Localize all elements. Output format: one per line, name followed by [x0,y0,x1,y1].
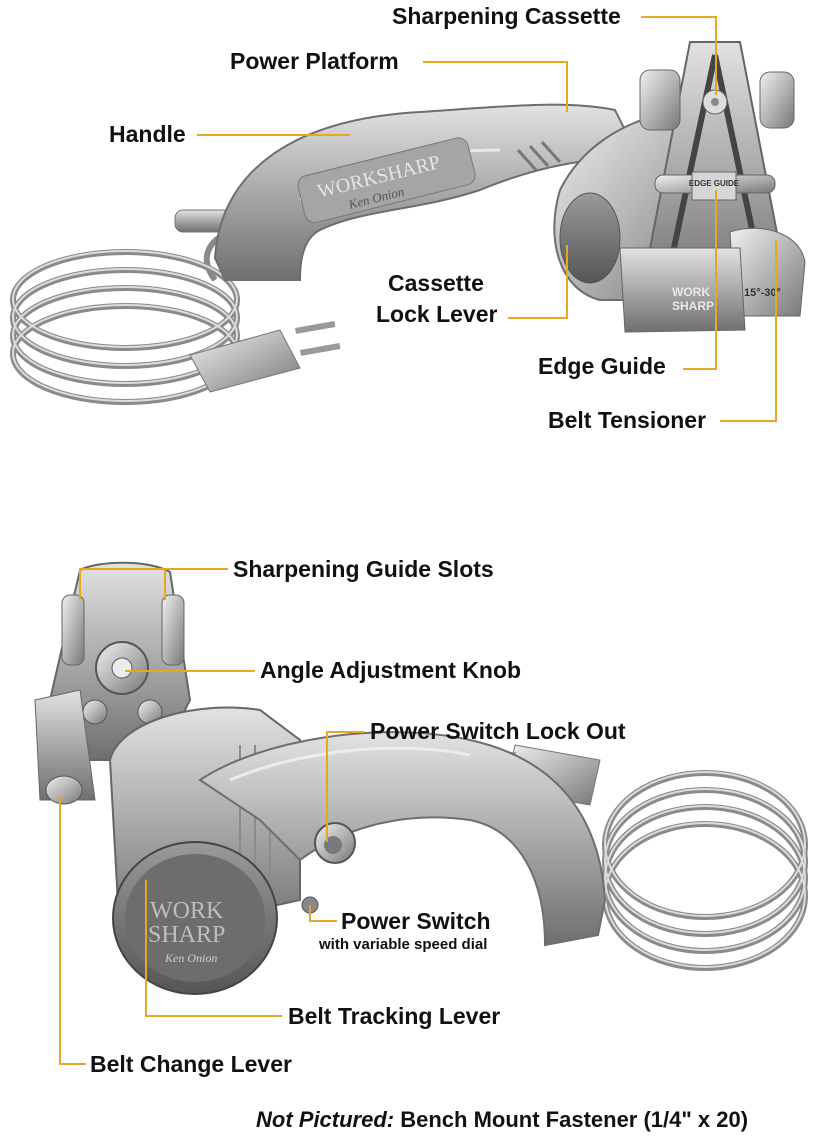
leader-edge-guide [683,190,717,370]
angle-range-text: 15°-30° [744,287,781,299]
top-device: WORKSHARP Ken Onion EDGE GUIDE [10,41,806,405]
leader-power-switch-lock-out [326,731,364,842]
leader-power-switch [309,905,337,922]
label-belt-tracking-lever: Belt Tracking Lever [288,1003,501,1029]
bottom-brand-1: WORK [150,898,224,924]
leader-guide-slot-left [79,568,228,600]
label-belt-change-lever: Belt Change Lever [90,1051,292,1077]
label-angle-adjustment-knob: Angle Adjustment Knob [260,657,522,683]
top-leaders [197,16,777,422]
bottom-device: WORK SHARP Ken Onion [34,561,808,995]
label-power-switch-lock-out: Power Switch Lock Out [370,718,626,744]
label-belt-tensioner: Belt Tensioner [548,407,707,433]
label-edge-guide: Edge Guide [538,353,666,379]
footer-text: Bench Mount Fastener (1/4" x 20) [394,1107,749,1132]
footer-note: Not Pictured: Bench Mount Fastener (1/4"… [256,1107,748,1133]
label-cassette-lock-lever-line1: Cassette [388,270,484,296]
bottom-leaders [59,568,364,1065]
cassette-brand-2: SHARP [672,299,714,313]
label-sharpening-guide-slots: Sharpening Guide Slots [233,556,494,582]
leader-belt-change-lever [59,795,86,1065]
top-plug [189,321,341,393]
footer-prefix: Not Pictured: [256,1107,395,1132]
bottom-handle [198,731,607,947]
label-power-switch: Power Switch [341,908,491,934]
label-sharpening-cassette: Sharpening Cassette [392,3,621,29]
label-power-platform: Power Platform [230,48,399,74]
bottom-brand-2: SHARP [148,922,225,948]
leader-power-platform [423,61,568,112]
leader-sharpening-cassette [641,16,717,95]
leader-belt-tensioner [720,240,777,422]
leader-cassette-lock-lever [508,245,568,319]
cassette-brand-1: WORK [672,285,710,299]
leader-belt-tracking-lever [145,880,282,1017]
label-power-switch-sub: with variable speed dial [319,936,488,953]
edge-guide-plate-text: EDGE GUIDE [689,179,740,188]
bottom-cord [602,770,808,971]
bottom-signature: Ken Onion [164,951,217,965]
label-cassette-lock-lever-line2: Lock Lever [376,301,498,327]
label-handle: Handle [109,121,186,147]
